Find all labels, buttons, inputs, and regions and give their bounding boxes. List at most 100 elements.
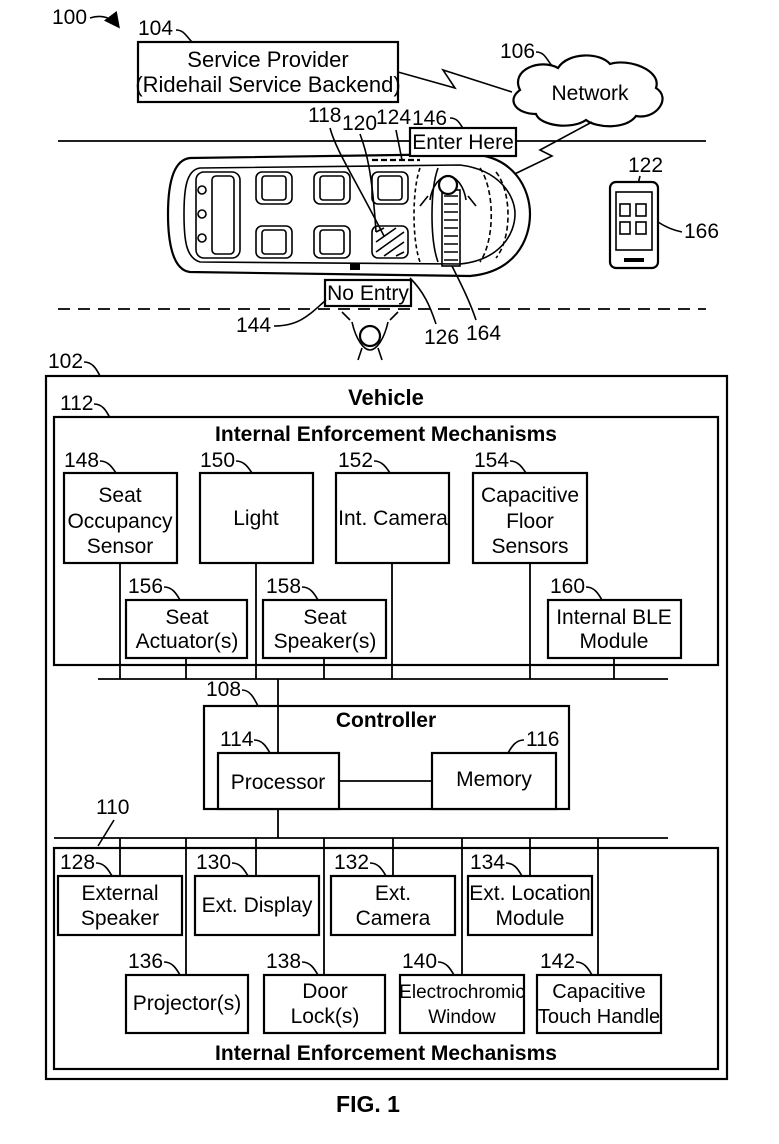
ref-150: 150 <box>200 449 235 472</box>
electrochromic-line2: Window <box>428 1007 496 1028</box>
seat-actuator-box <box>124 598 249 660</box>
ref-140: 140 <box>402 950 437 973</box>
ext-camera-box <box>329 874 457 937</box>
external-bus-wiring <box>54 809 668 975</box>
service-provider-box <box>136 40 400 104</box>
electrochromic-window-box <box>398 973 526 1035</box>
ref-110: 110 <box>96 796 129 819</box>
ref-132: 132 <box>334 851 369 874</box>
capacitive-touch-handle-box <box>535 973 663 1035</box>
pedestrian-icon <box>341 311 399 361</box>
ref-106-leader <box>535 51 553 67</box>
ref-110-leader <box>97 819 115 847</box>
external-enforcement-title: Internal Enforcement Mechanisms <box>215 1042 557 1065</box>
enter-here-text: Enter Here <box>412 131 514 154</box>
network-cloud <box>512 54 664 128</box>
ref-142-leader <box>575 961 593 976</box>
no-entry-text: No Entry <box>327 282 409 305</box>
ref-160: 160 <box>550 575 585 598</box>
seat-occupancy-line3: Sensor <box>87 535 154 558</box>
ref-102: 102 <box>48 350 83 373</box>
ref-124: 124 <box>376 106 411 129</box>
ref-160-leader <box>585 586 603 601</box>
int-camera-label: Int. Camera <box>338 507 448 530</box>
ref-140-leader <box>437 961 455 976</box>
seat-actuator-line2: Actuator(s) <box>136 630 239 653</box>
seat-occupancy-line1: Seat <box>98 484 141 507</box>
ref-166-leader <box>657 221 683 233</box>
ref-104-leader <box>175 29 193 43</box>
ref-134: 134 <box>470 851 505 874</box>
ref-100: 100 <box>52 6 87 29</box>
ref-118: 118 <box>308 104 341 127</box>
enter-here-sign <box>408 126 518 158</box>
ref-146: 146 <box>412 107 447 130</box>
door-lock-line2: Lock(s) <box>291 1005 360 1028</box>
door-lock-line1: Door <box>302 980 348 1003</box>
seat-occupancy-sensor-box <box>62 471 179 565</box>
external-speaker-line2: Speaker <box>81 907 159 930</box>
service-provider-line1: Service Provider <box>187 47 348 72</box>
ext-camera-line2: Camera <box>356 907 431 930</box>
ref-148: 148 <box>64 449 99 472</box>
ref-114: 114 <box>220 728 254 751</box>
light-box <box>198 471 315 565</box>
ref-126-leader <box>409 277 437 325</box>
ref-124-leader <box>395 129 403 161</box>
door-lock-box <box>262 973 387 1035</box>
internal-ble-line2: Module <box>580 630 649 653</box>
ref-130: 130 <box>196 851 231 874</box>
ref-128-leader <box>95 862 113 877</box>
capacitive-handle-line1: Capacitive <box>552 981 645 1003</box>
internal-ble-box <box>546 598 683 660</box>
ref-122: 122 <box>628 154 663 177</box>
ref-116-leader <box>507 739 525 754</box>
ref-164-leader <box>451 265 477 321</box>
ref-136: 136 <box>128 950 163 973</box>
electrochromic-line1: Electrochromic <box>399 982 525 1003</box>
mobile-device <box>608 180 660 270</box>
ref-158-leader <box>301 586 319 601</box>
processor-box <box>216 751 341 811</box>
projector-box <box>124 973 250 1035</box>
ref-116: 116 <box>526 728 559 751</box>
ref-154: 154 <box>474 449 509 472</box>
ref-108-leader <box>241 689 259 707</box>
ref-108: 108 <box>206 678 241 701</box>
ref-112: 112 <box>60 392 93 415</box>
seat-speaker-line1: Seat <box>303 606 346 629</box>
ext-camera-line1: Ext. <box>375 882 411 905</box>
int-camera-box <box>334 471 451 565</box>
ref-154-leader <box>509 460 527 474</box>
ref-158: 158 <box>266 575 301 598</box>
capacitive-floor-line2: Floor <box>506 510 554 533</box>
external-speaker-box <box>56 874 184 937</box>
capacitive-handle-line2: Touch Handle <box>538 1006 660 1028</box>
service-provider-line2: (Ridehail Service Backend) <box>135 72 400 97</box>
figure-caption: FIG. 1 <box>336 1091 400 1117</box>
ref-136-leader <box>163 961 181 976</box>
processor-label: Processor <box>231 771 326 794</box>
ref-118-leader <box>329 127 385 237</box>
ref-144: 144 <box>236 314 271 337</box>
seat-speaker-box <box>261 598 388 660</box>
ref-128: 128 <box>60 851 95 874</box>
memory-box <box>430 751 558 811</box>
ref-152: 152 <box>338 449 373 472</box>
ext-display-box <box>193 874 321 937</box>
ref-148-leader <box>99 460 117 474</box>
controller-title: Controller <box>336 709 436 732</box>
ref-152-leader <box>373 460 391 474</box>
ref-130-leader <box>231 862 249 877</box>
ext-location-box <box>466 874 594 937</box>
ref-126: 126 <box>424 326 459 349</box>
ext-location-line1: Ext. Location <box>469 882 590 905</box>
ref-156: 156 <box>128 575 163 598</box>
capacitive-floor-sensors-box <box>471 471 589 565</box>
capacitive-floor-line3: Sensors <box>491 535 568 558</box>
light-label: Light <box>233 507 279 530</box>
ref-142: 142 <box>540 950 575 973</box>
network-vehicle-link <box>497 121 593 183</box>
internal-bus-wiring <box>98 563 668 706</box>
